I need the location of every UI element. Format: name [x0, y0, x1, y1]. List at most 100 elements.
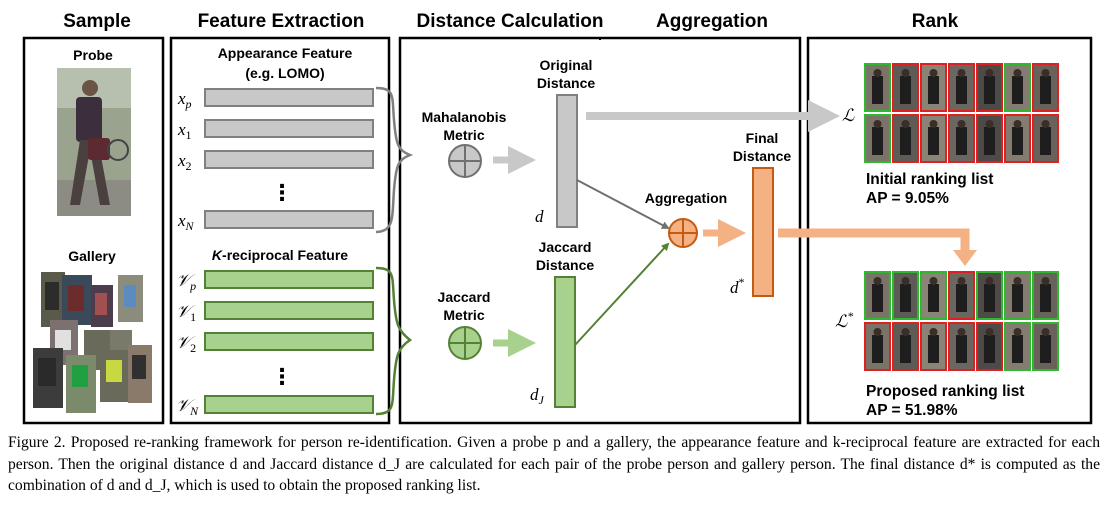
appearance-brace [375, 86, 414, 234]
header-aggregation: Aggregation [656, 11, 768, 32]
initial-row2-thumb-5 [976, 114, 1003, 163]
header-distance-calculation: Distance Calculation [417, 11, 604, 32]
reciprocal-bar-2 [204, 332, 374, 351]
feature-extraction-panel [169, 36, 391, 425]
jaccard-distance-label-1: Jaccard [539, 239, 592, 255]
final-distance-bar [752, 167, 774, 297]
appearance-feature-subtitle: (e.g. LOMO) [245, 65, 324, 81]
reciprocal-bar-1 [204, 301, 374, 320]
proposed-row2-thumb-7 [1032, 322, 1059, 371]
reciprocal-ellipsis: ⋮ [271, 365, 293, 390]
proposed-ranking-grid [864, 271, 1059, 371]
label-v-n: 𝒱N [176, 396, 199, 418]
jaccard-distance-symbol: dJ [530, 385, 545, 407]
proposed-row1-thumb-3 [920, 271, 947, 320]
initial-row1-thumb-7 [1032, 63, 1059, 112]
probe-image [57, 68, 131, 216]
final-to-proposed-rank-arrow [778, 228, 970, 252]
proposed-ranking-title: Proposed ranking list [866, 383, 1024, 400]
initial-row2-thumb-6 [1004, 114, 1031, 163]
appearance-bar-p [204, 88, 374, 107]
jaccard-distance-label-2: Distance [536, 257, 595, 273]
label-v-p: 𝒱p [176, 271, 196, 293]
mahalanobis-label-2: Metric [443, 127, 484, 143]
reciprocal-feature-title: K-reciprocal Feature [212, 247, 348, 263]
appearance-bar-1 [204, 119, 374, 138]
proposed-row1-thumb-5 [976, 271, 1003, 320]
final-distance-label-1: Final [746, 130, 779, 146]
original-distance-label-2: Distance [537, 75, 596, 91]
final-distance-symbol: d* [730, 275, 745, 297]
jaccard-sum-node [448, 326, 482, 360]
initial-row2-thumb-1 [864, 114, 891, 163]
appearance-bar-n [204, 210, 374, 229]
original-distance-symbol: d [535, 207, 544, 226]
initial-row1-thumb-5 [976, 63, 1003, 112]
initial-row1-thumb-2 [892, 63, 919, 112]
label-x-p: xp [177, 89, 192, 111]
figure-caption: Figure 2. Proposed re-ranking framework … [8, 432, 1100, 497]
jaccard-metric-label-1: Jaccard [438, 289, 491, 305]
label-v-2: 𝒱2 [176, 333, 196, 355]
proposed-row2-thumb-3 [920, 322, 947, 371]
initial-row2-thumb-4 [948, 114, 975, 163]
label-x-n: xN [177, 211, 195, 233]
label-v-1: 𝒱1 [176, 302, 196, 324]
proposed-row2-thumb-5 [976, 322, 1003, 371]
header-sample: Sample [63, 11, 131, 32]
jaccard-distance-bar [554, 276, 576, 408]
appearance-bar-2 [204, 150, 374, 169]
label-x-2: x2 [177, 151, 192, 173]
distance-aggregation-panel [398, 36, 802, 425]
framework-diagram: Sample Feature Extraction Distance Calcu… [22, 11, 1093, 425]
final-distance-label-2: Distance [733, 148, 792, 164]
header-rank: Rank [912, 11, 959, 32]
initial-row2-thumb-3 [920, 114, 947, 163]
original-distance-bar [556, 94, 578, 228]
proposed-row2-thumb-6 [1004, 322, 1031, 371]
proposed-ranking-ap: AP = 51.98% [866, 402, 958, 419]
appearance-feature-bars [204, 88, 374, 229]
proposed-row1-thumb-6 [1004, 271, 1031, 320]
proposed-row1-thumb-4 [948, 271, 975, 320]
initial-row1-thumb-1 [864, 63, 891, 112]
proposed-row1-thumb-1 [864, 271, 891, 320]
initial-row2-thumb-7 [1032, 114, 1059, 163]
initial-ranking-grid [864, 63, 1059, 163]
proposed-row1-thumb-2 [892, 271, 919, 320]
initial-row2-thumb-2 [892, 114, 919, 163]
probe-label: Probe [73, 47, 113, 63]
jaccard-metric-label-2: Metric [443, 307, 484, 323]
reciprocal-bar-n [204, 395, 374, 414]
appearance-row-labels: xp x1 x2 xN [177, 89, 195, 233]
header-feature-extraction: Feature Extraction [198, 11, 365, 32]
sample-panel [22, 36, 165, 425]
aggregation-sum-node [668, 218, 698, 248]
reciprocal-brace [375, 266, 413, 416]
figure-caption-text: Figure 2. Proposed re-ranking framework … [8, 434, 1100, 494]
original-distance-label-1: Original [540, 57, 593, 73]
initial-list-symbol: ℒ [842, 106, 855, 125]
reciprocal-bar-p [204, 270, 374, 289]
initial-ranking-ap: AP = 9.05% [866, 190, 949, 207]
mahalanobis-sum-node [448, 144, 482, 178]
original-to-aggregation-arrow [576, 179, 670, 229]
reciprocal-feature-bars [204, 270, 374, 414]
proposed-row1-thumb-7 [1032, 271, 1059, 320]
label-x-1: x1 [177, 120, 192, 142]
reciprocal-row-labels: 𝒱p 𝒱1 𝒱2 𝒱N [176, 271, 199, 418]
proposed-list-symbol: ℒ* [835, 309, 853, 331]
proposed-row2-thumb-4 [948, 322, 975, 371]
initial-row1-thumb-4 [948, 63, 975, 112]
mahalanobis-label-1: Mahalanobis [422, 109, 507, 125]
proposed-row2-thumb-2 [892, 322, 919, 371]
jaccard-to-aggregation-arrow [574, 242, 670, 346]
appearance-ellipsis: ⋮ [271, 181, 293, 206]
appearance-feature-title: Appearance Feature [218, 45, 353, 61]
aggregation-node-label: Aggregation [645, 190, 727, 206]
proposed-row2-thumb-1 [864, 322, 891, 371]
gallery-label: Gallery [68, 248, 116, 264]
initial-row1-thumb-6 [1004, 63, 1031, 112]
initial-row1-thumb-3 [920, 63, 947, 112]
gallery-image-collage [33, 272, 152, 413]
